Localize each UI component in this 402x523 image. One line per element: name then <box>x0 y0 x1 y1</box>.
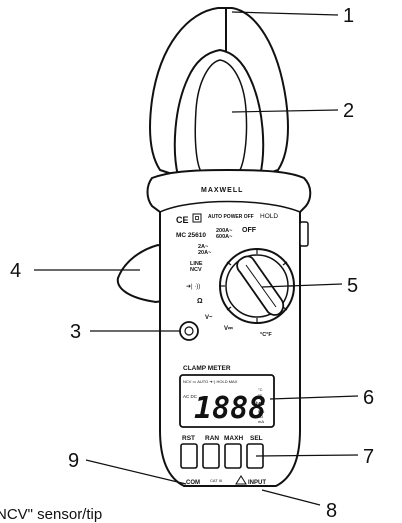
range-600a-label: 600A~ <box>216 234 232 240</box>
lcd-ac-dc: AC DC <box>183 394 198 399</box>
rst-button <box>180 443 198 469</box>
callout-7: 7 <box>363 446 374 468</box>
lcd-top-indicators: NCV ▭ AUTO ➜·) HOLD MAX <box>183 379 238 384</box>
hold-side-button <box>299 221 309 247</box>
callout-line-1 <box>231 11 339 16</box>
callout-lines <box>34 11 359 506</box>
jaw-opening <box>194 59 248 176</box>
dial-ticks <box>220 249 294 323</box>
clamp-jaw-outline <box>149 7 289 178</box>
callout-line-8 <box>261 489 321 506</box>
v-ac-label: V~ <box>205 315 213 321</box>
lcd-unit-hfe: hFE <box>256 401 265 406</box>
callout-3: 3 <box>70 321 81 343</box>
range-2a-label: 2A~ <box>198 244 208 250</box>
brand-label: MAXWELL <box>201 187 243 194</box>
ncv-label: NCV <box>190 267 202 273</box>
model-label: MC 25610 <box>176 232 206 239</box>
callout-4: 4 <box>10 260 21 282</box>
diode-continuity-label: ➜| ·)) <box>186 284 200 290</box>
input-jack-inner <box>184 326 194 336</box>
lcd-panel <box>179 374 275 428</box>
maxh-label: MAXH <box>224 435 243 442</box>
callout-9: 9 <box>68 450 79 472</box>
ce-mark: CE <box>176 215 189 225</box>
callout-line-2 <box>231 109 339 113</box>
input-label: INPUT <box>248 480 266 486</box>
range-200a-label: 200A~ <box>216 228 232 234</box>
double-insulation-inner <box>195 216 199 220</box>
cat-label: CAT III <box>210 478 222 483</box>
warning-triangle-icon <box>235 475 247 485</box>
lcd-unit-kohm: kΩ <box>258 414 263 419</box>
maxh-button <box>224 443 242 469</box>
rst-label: RST <box>182 435 195 442</box>
clamp-meter-label: CLAMP METER <box>183 365 231 372</box>
v-dc-label: V⎓ <box>224 326 233 332</box>
temp-label: °C°F <box>260 332 272 338</box>
lcd-unit-mohm: MΩ <box>258 409 264 414</box>
sel-label: SEL <box>250 435 263 442</box>
callout-line-6 <box>269 395 359 400</box>
callout-line-7 <box>255 454 359 457</box>
lcd-unit-ma: mA <box>258 419 264 424</box>
range-20a-label: 20A~ <box>198 250 211 256</box>
off-label: OFF <box>242 227 257 234</box>
dial-pointer <box>245 264 277 308</box>
callout-2: 2 <box>343 100 354 122</box>
caption-text: NCV" sensor/tip <box>0 506 102 523</box>
callout-line-9 <box>85 459 187 485</box>
lcd-unit-c: °C <box>258 387 263 392</box>
com-label: COM <box>186 480 200 486</box>
callout-line-5 <box>261 283 343 288</box>
callout-8: 8 <box>326 500 337 522</box>
callout-1: 1 <box>343 5 354 27</box>
lcd-unit-f: °F <box>258 393 263 398</box>
ran-button <box>202 443 220 469</box>
body-neck <box>159 200 301 213</box>
auto-power-off-label: AUTO POWER OFF <box>208 214 254 220</box>
jaw-trigger <box>116 243 169 304</box>
line-label: LINE <box>190 261 203 267</box>
ran-label: RAN <box>205 435 219 442</box>
callout-6: 6 <box>363 387 374 409</box>
callout-5: 5 <box>347 275 358 297</box>
double-insulation-mark <box>192 213 202 223</box>
lcd-digits: 1888 <box>194 391 266 426</box>
ohm-label: Ω <box>197 298 203 305</box>
hold-label: HOLD <box>260 213 278 220</box>
